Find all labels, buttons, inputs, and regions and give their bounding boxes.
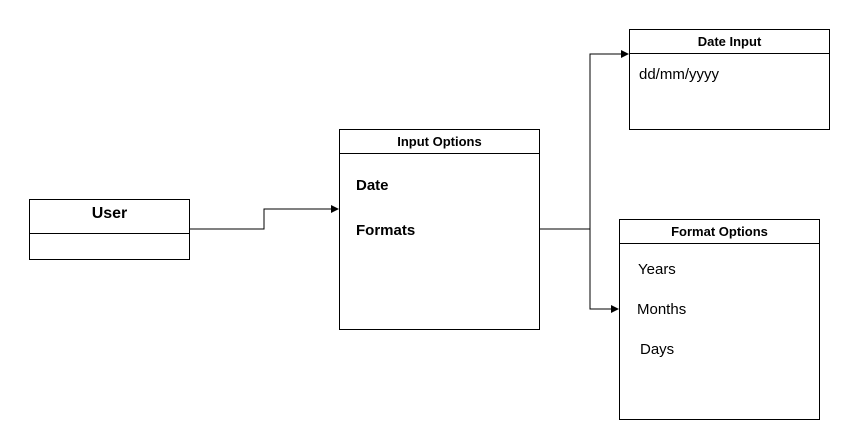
user-node-title: User	[30, 200, 189, 234]
edge-input-options-to-date-input	[540, 50, 629, 230]
input-options-item-date: Date	[356, 177, 389, 194]
date-input-format-text: dd/mm/yyyy	[639, 66, 720, 83]
user-node[interactable]: User	[29, 199, 190, 260]
input-options-title: Input Options	[340, 130, 539, 154]
date-input-title: Date Input	[630, 30, 829, 54]
format-options-item-months: Months	[637, 301, 687, 318]
edge-input-options-to-format-options	[540, 228, 619, 313]
format-options-node[interactable]: Format Options Years Months Days	[619, 219, 820, 420]
format-options-item-days: Days	[640, 341, 675, 358]
format-options-item-years: Years	[638, 261, 676, 278]
input-options-node[interactable]: Input Options Date Formats	[339, 129, 540, 330]
input-options-item-formats: Formats	[356, 222, 416, 239]
format-options-title: Format Options	[620, 220, 819, 244]
edge-user-to-input-options	[190, 205, 339, 230]
date-input-node[interactable]: Date Input dd/mm/yyyy	[629, 29, 830, 130]
